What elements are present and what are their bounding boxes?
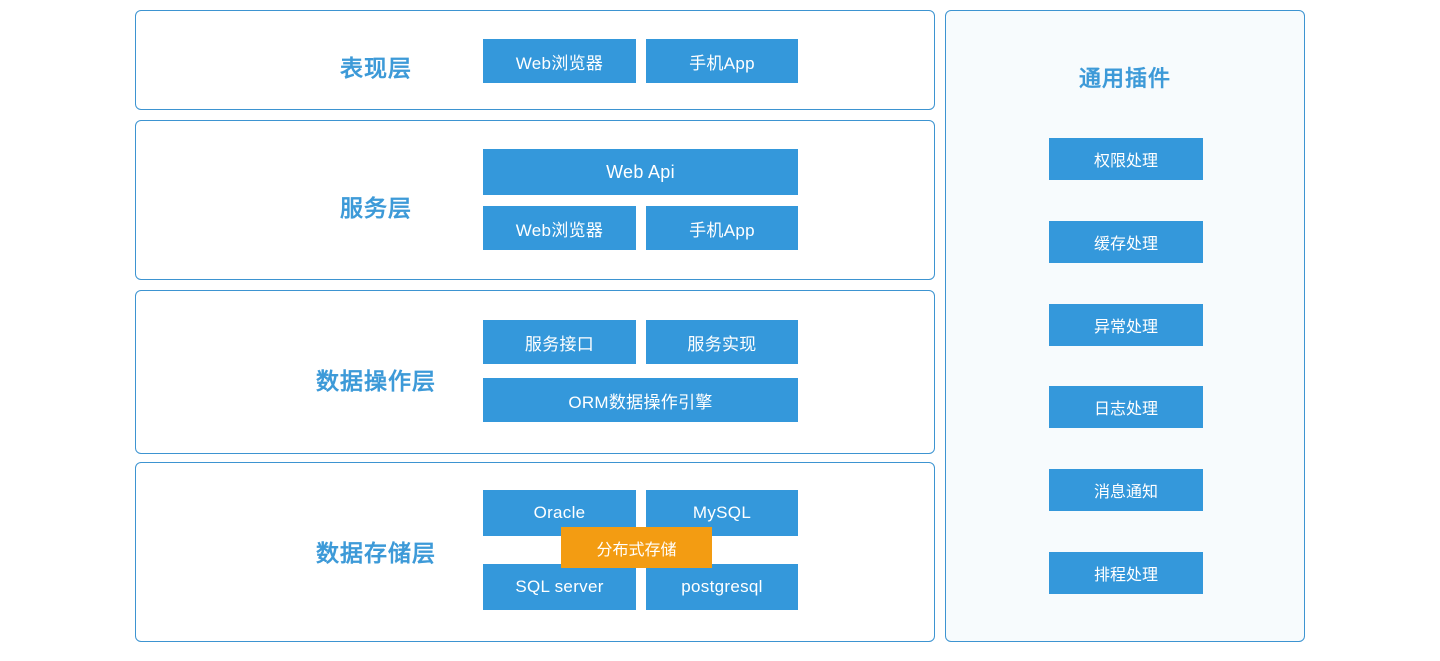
box-service-implementation[interactable]: 服务实现 — [646, 320, 798, 364]
layer-label-data-storage: 数据存储层 — [316, 540, 436, 566]
plugin-item-exception[interactable]: 异常处理 — [1049, 304, 1203, 346]
plugin-item-logging[interactable]: 日志处理 — [1049, 386, 1203, 428]
plugin-item-permission[interactable]: 权限处理 — [1049, 138, 1203, 180]
layer-panel-data-storage: 数据存储层 Oracle MySQL SQL server postgresql… — [135, 462, 935, 642]
box-service-interface[interactable]: 服务接口 — [483, 320, 636, 364]
plugin-panel: 通用插件 权限处理 缓存处理 异常处理 日志处理 消息通知 排程处理 — [945, 10, 1305, 642]
layer-label-service: 服务层 — [340, 195, 412, 221]
plugin-panel-title: 通用插件 — [1078, 66, 1171, 91]
plugin-item-cache[interactable]: 缓存处理 — [1049, 221, 1203, 263]
box-web-browser-service[interactable]: Web浏览器 — [483, 206, 636, 250]
box-sql-server[interactable]: SQL server — [483, 564, 636, 610]
box-web-browser-presentation[interactable]: Web浏览器 — [483, 39, 636, 83]
box-mobile-app-service[interactable]: 手机App — [646, 206, 798, 250]
box-postgresql[interactable]: postgresql — [646, 564, 798, 610]
layer-panel-presentation: 表现层 Web浏览器 手机App — [135, 10, 935, 110]
box-orm-engine[interactable]: ORM数据操作引擎 — [483, 378, 798, 422]
plugin-item-scheduling[interactable]: 排程处理 — [1049, 552, 1203, 594]
plugin-item-message-notification[interactable]: 消息通知 — [1049, 469, 1203, 511]
box-mobile-app-presentation[interactable]: 手机App — [646, 39, 798, 83]
box-web-api[interactable]: Web Api — [483, 149, 798, 195]
layer-label-presentation: 表现层 — [340, 55, 412, 81]
layer-label-data-operation: 数据操作层 — [316, 368, 436, 394]
box-distributed-storage[interactable]: 分布式存储 — [561, 527, 712, 568]
layer-panel-data-operation: 数据操作层 服务接口 服务实现 ORM数据操作引擎 — [135, 290, 935, 454]
layer-panel-service: 服务层 Web Api Web浏览器 手机App — [135, 120, 935, 280]
